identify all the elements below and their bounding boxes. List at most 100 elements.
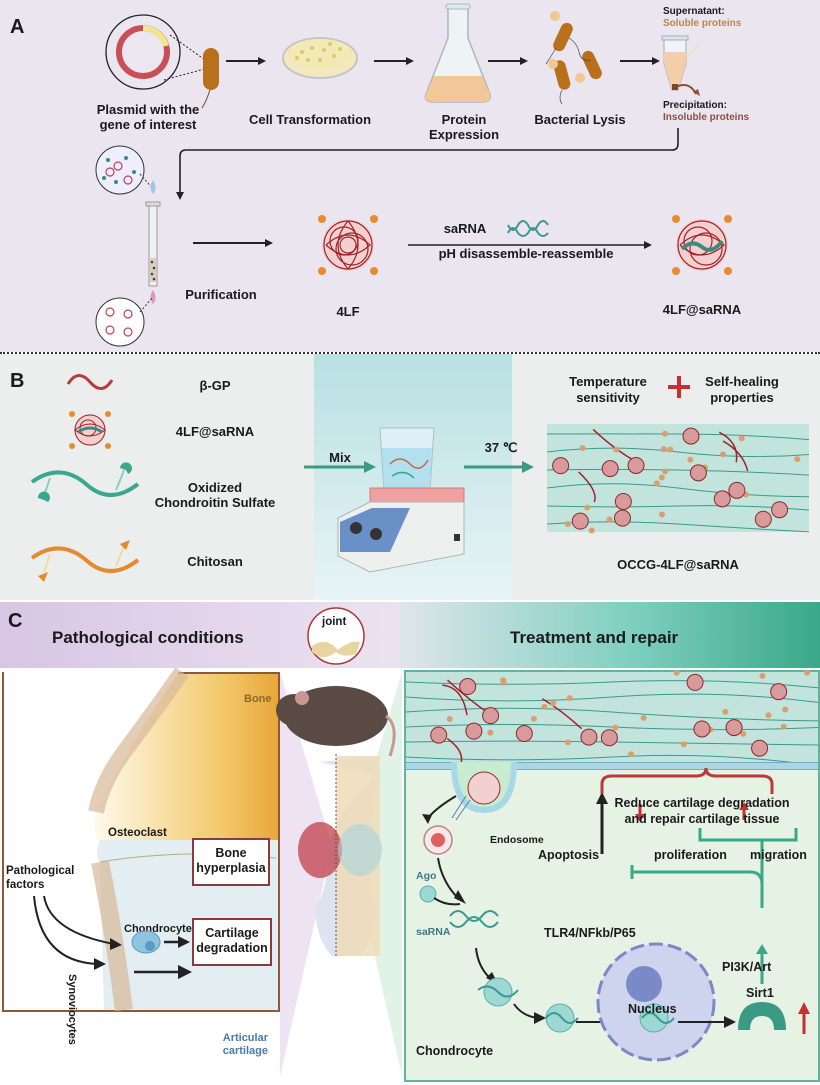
prop-temp-1: Temperature bbox=[569, 374, 647, 389]
beta-gp-strand bbox=[722, 440, 749, 472]
nucleus-label: Nucleus bbox=[628, 1002, 677, 1016]
hydrogel-network-joint bbox=[405, 669, 819, 769]
arrow-icon bbox=[374, 57, 414, 65]
component-4lf-sarna: 4LF@saRNA bbox=[175, 424, 255, 439]
crosslink-node bbox=[804, 669, 811, 676]
prop-heal-1: Self-healing bbox=[705, 374, 779, 389]
4lf-sarna-nanoparticle-icon bbox=[672, 215, 732, 275]
tlr4-label: TLR4/NFkb/P65 bbox=[544, 926, 636, 940]
beta-gp-strand bbox=[718, 431, 738, 463]
crosslink-node bbox=[640, 714, 647, 721]
crosslink-node bbox=[653, 480, 660, 487]
bone-label: Bone bbox=[244, 693, 272, 705]
crosslink-node bbox=[765, 712, 772, 719]
crosslink-node bbox=[584, 504, 591, 511]
nanoparticle bbox=[613, 509, 631, 527]
reduce-label-1: Reduce cartilage degradation bbox=[614, 796, 790, 810]
joint-label: joint bbox=[322, 616, 347, 628]
crosslink-node bbox=[613, 446, 620, 453]
apoptosis-label: Apoptosis bbox=[538, 848, 600, 862]
arrow-icon bbox=[193, 239, 273, 247]
precipitation-value: Insoluble proteins bbox=[663, 112, 750, 123]
crosslink-node bbox=[738, 435, 745, 442]
nanoparticle bbox=[601, 460, 619, 478]
crosslink-node bbox=[612, 724, 619, 731]
proliferation-label: proliferation bbox=[654, 848, 727, 862]
pathological-title: Pathological conditions bbox=[52, 628, 244, 647]
crosslink-node bbox=[541, 703, 548, 710]
cartilage-degradation-2: degradation bbox=[196, 941, 268, 955]
4lf-label: 4LF bbox=[336, 304, 360, 319]
polymer-strand bbox=[546, 447, 810, 458]
polymer-strand bbox=[546, 483, 810, 498]
nanoparticle bbox=[751, 739, 769, 757]
polymer-strand bbox=[405, 707, 819, 722]
articular-cartilage-1: Articular bbox=[222, 1032, 268, 1044]
nanoparticle bbox=[693, 720, 711, 738]
synoviocytes-label: Synoviocytes bbox=[66, 974, 78, 1045]
treatment-title: Treatment and repair bbox=[510, 628, 679, 647]
nanoparticle bbox=[482, 707, 500, 725]
panel-c: C Pathological conditions Treatment and … bbox=[0, 602, 820, 1085]
nanoparticle bbox=[689, 464, 707, 482]
articular-cartilage-2: cartilage bbox=[222, 1045, 268, 1057]
teal-polymer-icon bbox=[30, 462, 140, 502]
nanoparticle bbox=[771, 501, 789, 519]
nanoparticle bbox=[627, 456, 645, 474]
crosslink-node bbox=[759, 672, 766, 679]
polymer-strand bbox=[546, 468, 810, 476]
bone-surface-shape bbox=[4, 667, 277, 1012]
panel-a: A Plasmid with the gene of interest Cell… bbox=[0, 0, 820, 352]
precipitation-title: Precipitation: bbox=[663, 100, 727, 111]
nanoparticle-icon bbox=[69, 411, 111, 449]
crosslink-node bbox=[661, 430, 668, 437]
endosome-label: Endosome bbox=[490, 834, 544, 846]
mix-arrow-icon bbox=[304, 461, 376, 473]
crosslink-node bbox=[564, 739, 571, 746]
treatment-region: Reduce cartilage degradation and repair … bbox=[404, 669, 820, 1082]
orange-polymer-icon bbox=[30, 540, 140, 582]
nanoparticle bbox=[600, 729, 618, 747]
crosslink-node bbox=[740, 730, 747, 737]
plasmid-label-2: gene of interest bbox=[99, 117, 197, 132]
transformation-label: Cell Transformation bbox=[248, 112, 372, 127]
polymer-strand bbox=[546, 433, 810, 441]
crosslink-node bbox=[780, 723, 787, 730]
crosslink-node bbox=[660, 446, 667, 453]
beta-gp-strand bbox=[578, 471, 596, 503]
beta-gp-strand bbox=[592, 428, 633, 461]
crosslink-node bbox=[550, 700, 557, 707]
chondrocyte-cell-label: Chondrocyte bbox=[416, 1044, 494, 1058]
arrow-icon bbox=[488, 57, 528, 65]
crosslink-node bbox=[662, 468, 669, 475]
osteoclast-label: Osteoclast bbox=[108, 827, 167, 839]
mouse-joint-illustration bbox=[276, 607, 402, 1076]
supernatant-value: Soluble proteins bbox=[663, 18, 742, 29]
polymer-strand bbox=[405, 754, 819, 767]
sarna-label: saRNA bbox=[443, 221, 487, 236]
heat-arrow-icon bbox=[464, 461, 534, 473]
temperature-label: 37 ℃ bbox=[484, 440, 518, 455]
migration-label: migration bbox=[750, 848, 807, 862]
lysis-label: Bacterial Lysis bbox=[534, 112, 626, 127]
nanoparticle bbox=[614, 492, 632, 510]
beta-gp-strand bbox=[541, 698, 583, 730]
component-ocs-1: Oxidized bbox=[187, 480, 243, 495]
nanoparticle bbox=[465, 722, 483, 740]
hydrogel-network bbox=[546, 424, 810, 534]
crosslink-node bbox=[658, 511, 665, 518]
hydrogel-label: OCCG-4LF@saRNA bbox=[617, 557, 739, 572]
bacterial-lysis-icon bbox=[545, 11, 602, 105]
bone-hyperplasia-1: Bone bbox=[215, 846, 247, 860]
crosslink-node bbox=[687, 456, 694, 463]
pathological-factors-2: factors bbox=[6, 879, 45, 891]
nanoparticle bbox=[713, 490, 731, 508]
purification-column-icon bbox=[95, 145, 161, 347]
panel-letter-c: C bbox=[8, 610, 23, 632]
supernatant-title: Supernatant: bbox=[663, 6, 725, 17]
crosslink-node bbox=[794, 456, 801, 463]
crosslink-node bbox=[673, 669, 680, 676]
crosslink-node bbox=[782, 706, 789, 713]
crosslink-node bbox=[658, 474, 665, 481]
crosslink-node bbox=[446, 716, 453, 723]
